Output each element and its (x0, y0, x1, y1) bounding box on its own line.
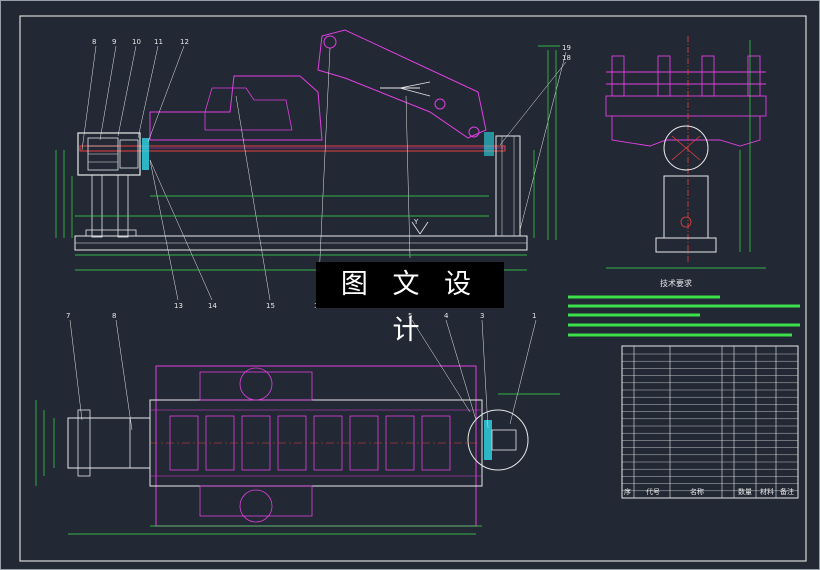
tech-requirements-title: 技术要求 (660, 278, 692, 288)
balloon-label: 10 (132, 38, 141, 46)
balloon-label: 18 (562, 54, 571, 62)
table-header-cell: 代号 (646, 487, 660, 496)
balloon-label: 14 (208, 302, 217, 310)
balloon-label: 3 (480, 312, 484, 320)
balloon-label: 1 (532, 312, 536, 320)
watermark-banner: 图 文 设 计 (316, 262, 504, 346)
view-marker-y: Y (413, 218, 419, 226)
top-view (35, 319, 560, 535)
balloon-label: 12 (180, 38, 189, 46)
table-header: 序 代号 名称 数量材料备注 (624, 487, 794, 496)
table-header-cell: 名称 (690, 487, 704, 496)
balloon-label: 13 (174, 302, 183, 310)
balloon-label: 19 (562, 44, 571, 52)
balloon-label: 8 (92, 38, 96, 46)
tech-notes (568, 295, 800, 337)
table-header-cell: 备注 (780, 487, 794, 496)
table-header-cell: 材料 (760, 487, 774, 496)
front-view (55, 29, 567, 301)
balloon-label: 8 (112, 312, 116, 320)
top-balloons: 7 8 5 4 3 1 (66, 312, 536, 320)
bom-table (621, 345, 799, 499)
balloon-label: 15 (266, 302, 275, 310)
drawing-frame (19, 15, 807, 562)
balloon-label: 9 (112, 38, 116, 46)
balloon-label: 5 (408, 312, 412, 320)
side-view (605, 36, 767, 269)
balloon-label: 11 (154, 38, 163, 46)
balloon-label: 7 (66, 312, 70, 320)
table-header-cell: 序 (624, 487, 631, 496)
balloon-label: 4 (444, 312, 449, 320)
table-header-cell: 数量 (738, 487, 752, 496)
